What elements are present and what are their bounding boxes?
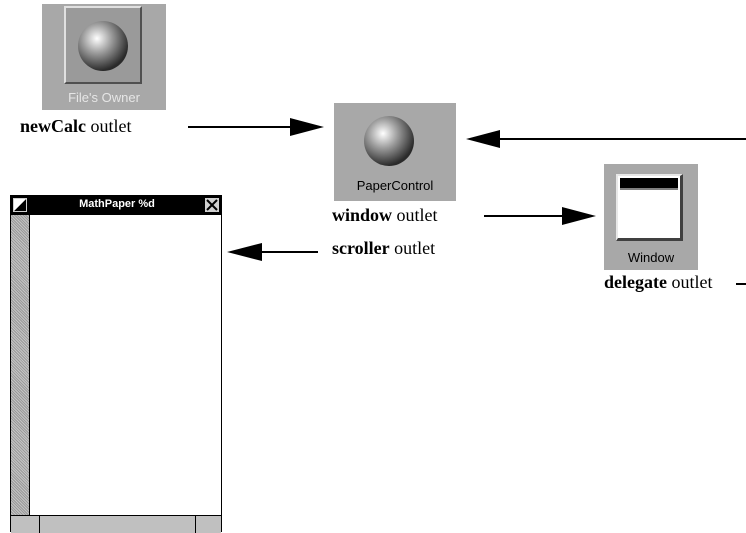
mathpaper-window[interactable]: MathPaper %d: [10, 195, 222, 533]
scroller-bar[interactable]: [11, 215, 30, 515]
sphere-icon: [364, 116, 414, 166]
files-owner-label: File's Owner: [68, 90, 140, 105]
delegate-outlet-label: delegate outlet: [604, 272, 713, 292]
window-object-label: Window: [627, 250, 675, 265]
window-icon: [616, 174, 683, 241]
incoming-arrowhead: [466, 130, 500, 148]
scroller-arrowhead: [227, 243, 262, 261]
newcalc-arrowhead: [290, 118, 324, 136]
sphere-icon: [64, 6, 142, 84]
resize-bar[interactable]: [11, 515, 221, 533]
newcalc-outlet-label: newCalc outlet: [20, 116, 132, 136]
window-object[interactable]: Window: [604, 164, 698, 270]
files-owner-object[interactable]: File's Owner: [42, 4, 166, 110]
title-bar[interactable]: MathPaper %d: [11, 196, 221, 214]
scroller-document[interactable]: [30, 215, 221, 515]
close-icon: [206, 199, 218, 211]
papercontrol-label: PaperControl: [356, 178, 434, 193]
scroller-outlet-label: scroller outlet: [332, 238, 436, 258]
miniaturize-button[interactable]: [13, 198, 27, 212]
window-outlet-label: window outlet: [332, 205, 438, 225]
close-button[interactable]: [205, 198, 219, 212]
window-arrowhead: [562, 207, 596, 225]
window-content: [11, 215, 221, 533]
window-title: MathPaper %d: [79, 198, 155, 210]
papercontrol-object[interactable]: PaperControl: [334, 103, 456, 201]
